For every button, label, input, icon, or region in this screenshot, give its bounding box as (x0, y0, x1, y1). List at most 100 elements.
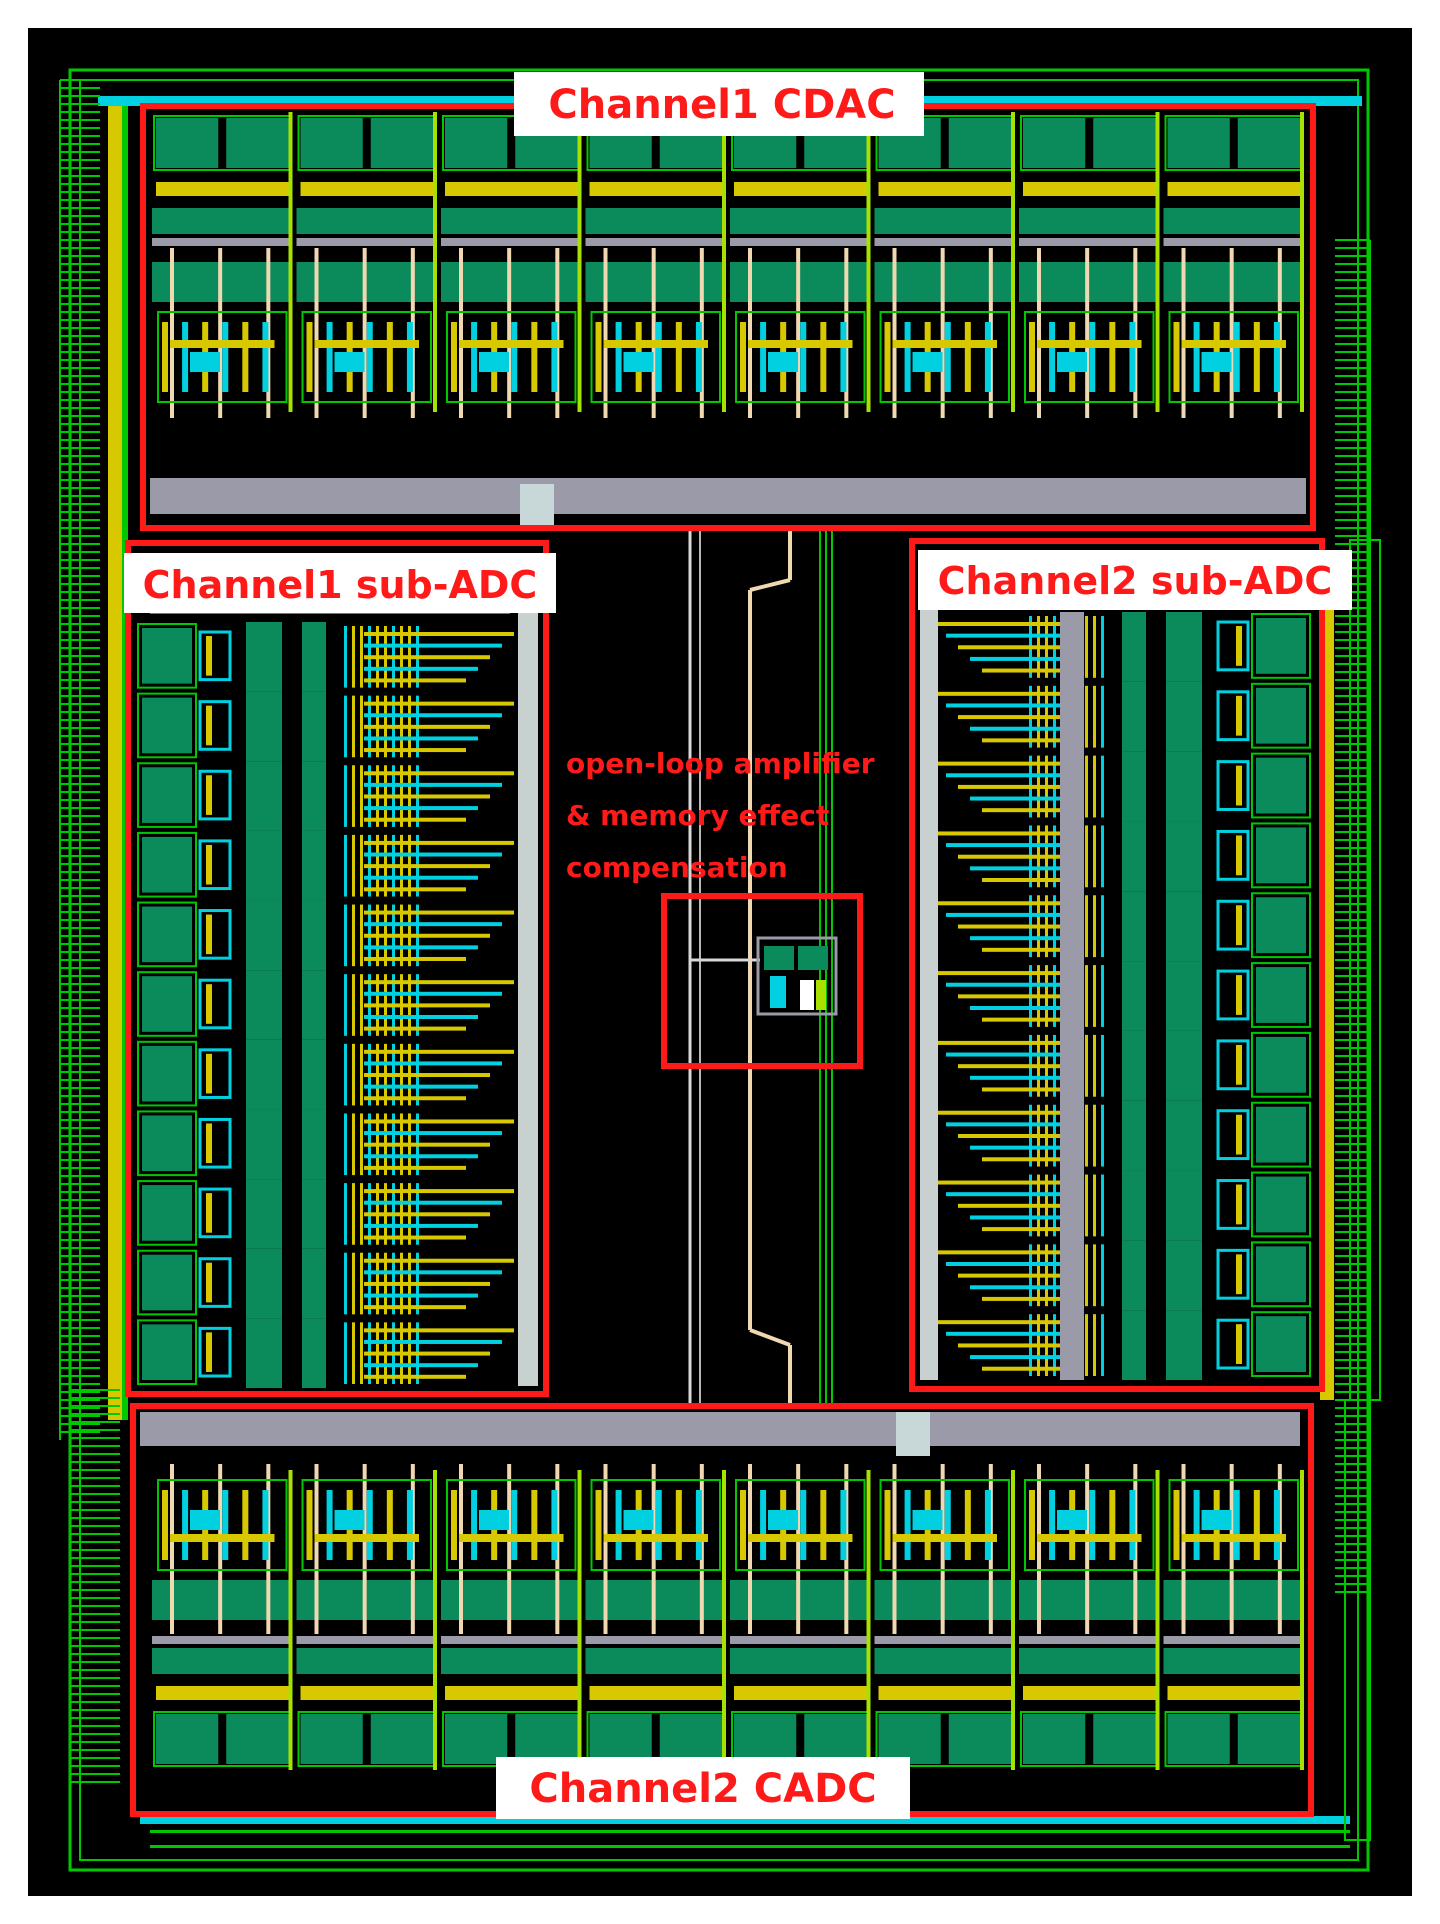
subadc-hwire (364, 1073, 490, 1078)
subadc-hwire (934, 622, 1084, 626)
tan-wire (170, 1464, 174, 1634)
subadc-hwire (364, 910, 514, 915)
logic-block (190, 352, 220, 372)
logic-wire (182, 1490, 189, 1560)
tan-wire (459, 248, 463, 418)
subadc-hwire (364, 1293, 478, 1298)
logic-block (768, 1510, 798, 1530)
subadc-green-col (1122, 681, 1146, 752)
metal-strip (445, 182, 578, 196)
logic-wire (366, 322, 373, 392)
tan-wire (651, 1464, 656, 1634)
amp-outline (756, 936, 838, 1016)
subadc-switch-core (1236, 1114, 1242, 1155)
tan-wire (362, 248, 367, 418)
subadc-vwire (1093, 685, 1096, 748)
subadc-vwire (1085, 1174, 1088, 1237)
logic-wire (944, 322, 951, 392)
subadc-green-col (246, 1179, 282, 1249)
subadc-hwire (364, 1165, 466, 1170)
subadc-switch-core (1236, 975, 1242, 1015)
logic-wire (406, 1490, 413, 1560)
subadc-green-col (302, 970, 326, 1040)
logic-wire (615, 322, 622, 392)
cap-block (734, 1714, 797, 1764)
logic-wire (1049, 1490, 1056, 1560)
subadc-green-col (302, 761, 326, 831)
metal-strip (445, 1686, 578, 1700)
subadc-cap-outline (1251, 752, 1311, 819)
logic-wire (326, 322, 333, 392)
subadc-hwire (970, 1006, 1084, 1010)
channel2-cadc-cells (140, 1412, 1304, 1770)
gray-band (1019, 1636, 1160, 1644)
channel2-cadc-label: Channel2 CADC (529, 1766, 876, 1812)
lime-wire (722, 1470, 726, 1770)
green-band (296, 208, 437, 234)
subadc-cap-outline (137, 692, 197, 759)
subadc-vwire (1101, 895, 1104, 958)
subadc-switch-core (1236, 905, 1242, 946)
logic-block (1057, 352, 1087, 372)
subadc-vwire (352, 1113, 355, 1176)
green-band (296, 1648, 437, 1674)
gray-band (730, 238, 871, 246)
subadc-vwire (1101, 825, 1104, 888)
subadc-vwire (1093, 1104, 1096, 1167)
cadc-bus-tap (896, 1412, 930, 1456)
subadc-vwire (360, 1183, 363, 1245)
frame-line (68, 68, 1370, 1872)
left-bus-comb (59, 79, 120, 1783)
subadc-hwire (958, 1064, 1084, 1069)
subadc-vwire (1093, 755, 1096, 818)
logic-wire (1173, 322, 1180, 392)
tan-wire (748, 1464, 752, 1634)
cap-block (445, 118, 508, 168)
gray-band (152, 238, 293, 246)
cap-block (300, 1714, 363, 1764)
logic-wire (451, 1490, 457, 1560)
subadc-green-col (1166, 821, 1202, 892)
tan-wire (940, 248, 945, 418)
subadc-hwire (364, 852, 502, 857)
cap-block (226, 118, 289, 168)
center-wire-tan (749, 578, 791, 592)
logic-wire (595, 1490, 602, 1560)
logic-block (623, 1510, 654, 1530)
subadc-hwire (364, 1212, 490, 1217)
tan-wire (1085, 248, 1090, 418)
subadc-hwire (934, 1180, 1084, 1185)
logic-wire (840, 322, 847, 392)
subadc-green-col (1122, 1310, 1146, 1380)
logic-wire (655, 322, 662, 392)
logic-outline (446, 1479, 577, 1571)
tan-wire (651, 248, 656, 418)
subadc-switch-core (1236, 1184, 1242, 1225)
logic-wire (760, 322, 767, 392)
subadc-cap (1256, 967, 1306, 1023)
logic-outline (590, 1479, 721, 1571)
channel1-subadc-label-plate (124, 553, 556, 613)
logic-block (768, 352, 798, 372)
subadc-cap (1256, 897, 1306, 954)
subadc-vwire (360, 626, 363, 688)
channel1-cdac-cells (150, 112, 1306, 528)
subadc-cap-outline (137, 1249, 197, 1316)
subadc-green-col (1122, 821, 1146, 892)
subadc-switch-core (1236, 626, 1242, 666)
subadc-cap-outline (1251, 1101, 1311, 1168)
logic-wire (1029, 1490, 1035, 1560)
channel2-subadc-label: Channel2 sub-ADC (938, 559, 1333, 603)
subadc-hwire (364, 1281, 490, 1286)
metal-strip (878, 182, 1011, 196)
logic-wire (1109, 1490, 1116, 1560)
subadc-green-col (246, 691, 282, 762)
lime-wire (1155, 112, 1160, 412)
logic-wire (531, 322, 538, 392)
subadc-switch-core (1236, 1044, 1242, 1085)
subadc-green-col (1122, 751, 1146, 822)
logic-wire (306, 1490, 313, 1560)
logic-wire (800, 322, 807, 392)
subadc-hwire (982, 1366, 1084, 1371)
left-subadc-bus (518, 560, 538, 1386)
